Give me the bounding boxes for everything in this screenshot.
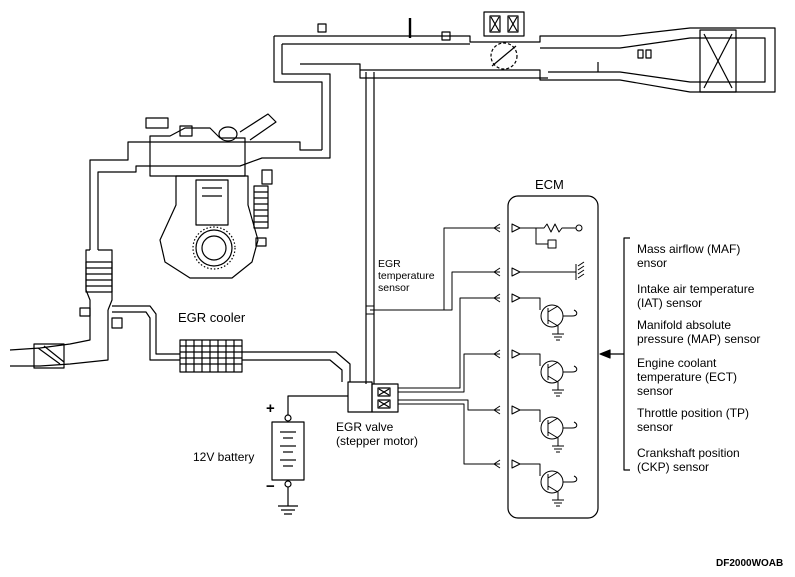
sensor-ect: Engine coolant temperature (ECT) sensor (637, 356, 738, 398)
egr-temperature-sensor-label: EGR temperature sensor (378, 258, 435, 294)
exhaust (9, 305, 180, 369)
battery-plus-sign: + (266, 400, 275, 417)
intake-duct (273, 11, 776, 150)
driver-1 (511, 293, 578, 341)
driver-2 (511, 349, 578, 397)
engine (85, 113, 331, 311)
egr-valve (347, 381, 399, 413)
ecm-internals (511, 223, 585, 507)
sensor-maf: Mass airflow (MAF) ensor (637, 242, 741, 270)
sensor-tp: Throttle position (TP) sensor (637, 406, 750, 434)
battery (271, 395, 348, 515)
diagram-code: DF2000WOAB (716, 558, 784, 569)
sensor-bracket (599, 237, 630, 471)
ecm-box (507, 195, 599, 519)
egr-cooler-label: EGR cooler (178, 310, 246, 325)
battery-label: 12V battery (193, 450, 255, 464)
egr-cooler (179, 339, 351, 382)
ecm-wiring (365, 223, 501, 469)
egr-valve-label: EGR valve (stepper motor) (336, 420, 419, 448)
driver-3 (511, 405, 578, 453)
ecm-label: ECM (535, 177, 564, 192)
battery-minus-sign: − (266, 478, 275, 495)
driver-4 (511, 459, 578, 507)
egr-riser (365, 72, 375, 384)
sensor-map: Manifold absolute pressure (MAP) sensor (637, 318, 761, 346)
sensor-ckp: Crankshaft position (CKP) sensor (637, 446, 740, 474)
sensor-iat: Intake air temperature (IAT) sensor (637, 282, 755, 310)
